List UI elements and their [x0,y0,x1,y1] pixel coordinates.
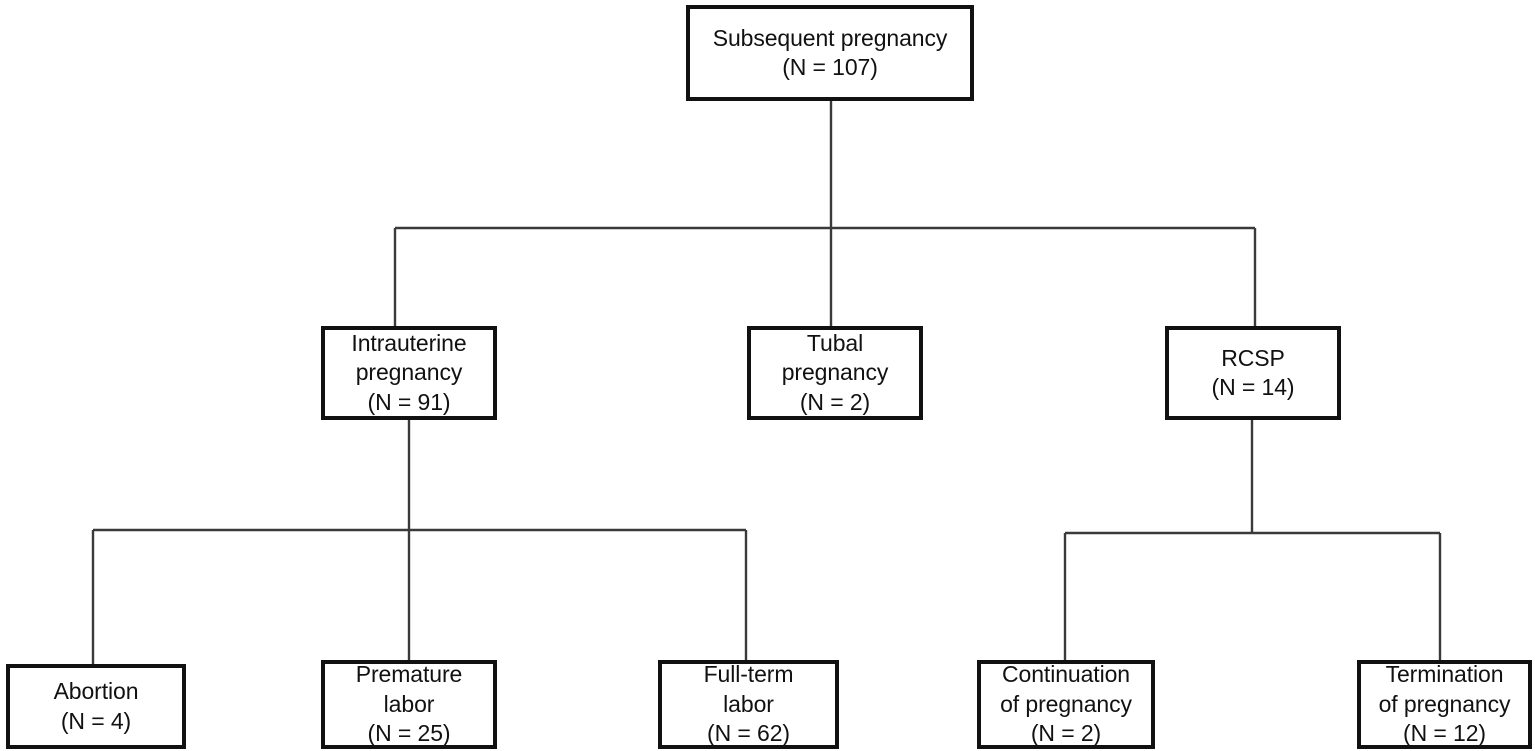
node-label-line: labor [723,690,774,717]
node-label-line: of pregnancy [1378,690,1511,717]
node-label-line: Subsequent pregnancy [712,24,948,51]
node-tubal-pregnancy: Tubal pregnancy(N = 2) [747,326,923,420]
node-label-line: (N = 2) [1030,720,1102,747]
node-label-line: (N = 4) [60,707,132,734]
node-label-line: Continuation [1002,661,1130,688]
node-label-line: Tubal [806,329,864,356]
node-label-line: Abortion [53,678,139,705]
node-label-line: (N = 12) [1403,720,1486,747]
node-subsequent-pregnancy: Subsequent pregnancy (N = 107) [686,5,974,101]
node-label-line: Premature [355,661,463,688]
node-label-line: Termination [1385,661,1504,688]
node-abortion: Abortion(N = 4) [6,664,186,749]
node-label-line: Intrauterine [351,329,467,356]
node-label-line: (N = 107) [782,54,878,80]
node-label-line: of pregnancy [1000,690,1132,717]
node-label-line: pregnancy [355,359,463,386]
node-rcsp: RCSP (N = 14) [1165,326,1341,420]
node-label-line: (N = 91) [367,388,451,415]
node-label-line: Full-term [703,661,794,688]
node-label-line: (N = 62) [707,720,790,747]
node-label-line: pregnancy [781,359,889,386]
node-label-line: (N = 14) [1211,374,1295,400]
node-label-line: (N = 2) [799,388,871,415]
node-label-line: RCSP [1221,344,1285,371]
node-intrauterine-pregnancy: Intrauterine pregnancy(N = 91) [321,326,497,420]
node-label-line: (N = 25) [367,720,451,747]
node-label-line: labor [383,690,435,717]
